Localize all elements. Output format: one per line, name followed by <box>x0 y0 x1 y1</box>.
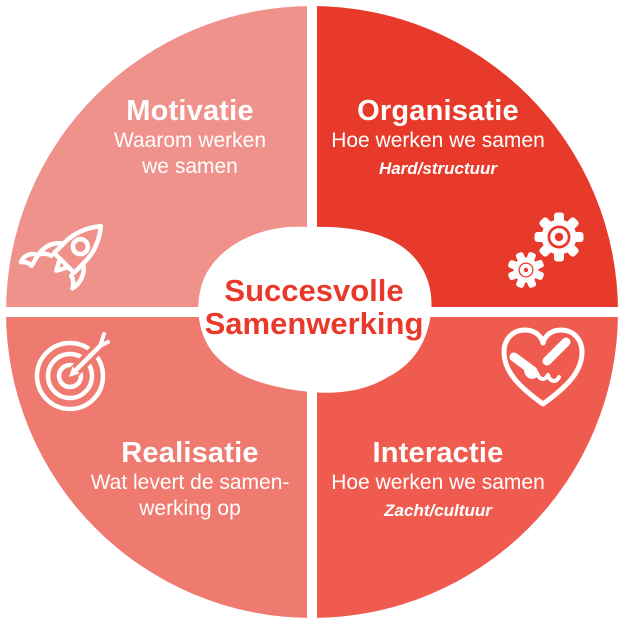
center-title-line-1: Succesvolle <box>224 273 404 308</box>
organisatie-text-block: Organisatie Hoe werken we samen Hard/str… <box>278 94 598 180</box>
interactie-line-1: Hoe werken we samen <box>331 471 545 494</box>
center-title: Succesvolle Samenwerking <box>184 274 444 340</box>
interactie-title: Interactie <box>372 437 504 469</box>
organisatie-line-1: Hoe werken we samen <box>331 129 545 152</box>
motivatie-line-2: we samen <box>142 155 238 178</box>
interactie-text-block: Interactie Hoe werken we samen Zacht/cul… <box>278 436 598 522</box>
organisatie-tagline: Hard/structuur <box>378 159 498 178</box>
motivatie-title: Motivatie <box>126 95 254 127</box>
target-icon <box>34 332 110 412</box>
rocket-icon <box>18 223 104 291</box>
center-title-line-2: Samenwerking <box>204 306 424 341</box>
realisatie-title: Realisatie <box>121 437 259 469</box>
motivatie-line-1: Waarom werken <box>113 129 267 152</box>
gears-icon <box>508 212 584 288</box>
heart-handshake-icon <box>501 327 585 407</box>
realisatie-line-2: werking op <box>139 497 241 520</box>
organisatie-title: Organisatie <box>357 95 519 127</box>
realisatie-text-block: Realisatie Wat levert de samen- werking … <box>30 436 350 522</box>
realisatie-line-1: Wat levert de samen- <box>90 471 290 494</box>
interactie-tagline: Zacht/cultuur <box>384 501 492 520</box>
center-blob <box>198 226 432 393</box>
quadrant-motivatie <box>6 6 312 312</box>
motivatie-text-block: Motivatie Waarom werken we samen <box>30 94 350 180</box>
quadrant-realisatie <box>6 312 312 618</box>
quadrant-interactie <box>312 312 618 618</box>
